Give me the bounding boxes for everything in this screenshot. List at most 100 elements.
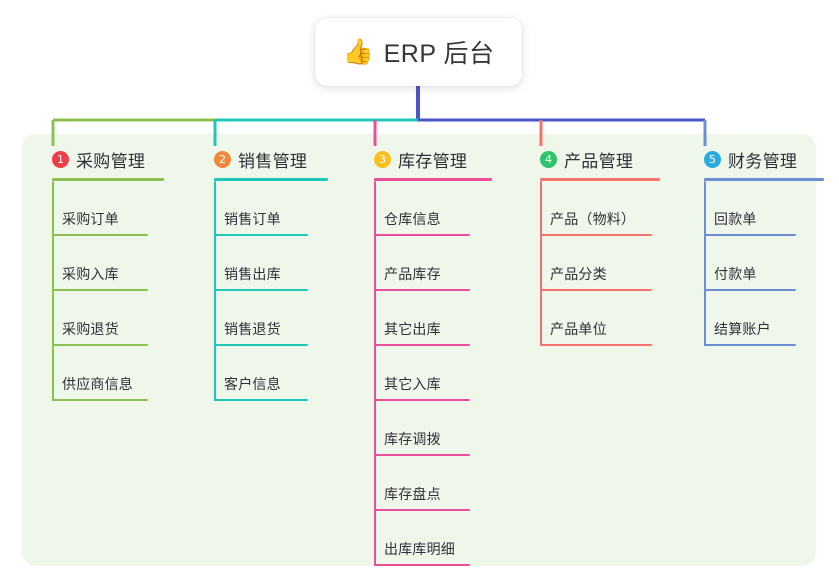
leaf-item-label: 其它入库 bbox=[384, 376, 441, 392]
column-badge-3: 3 bbox=[374, 150, 391, 168]
leaf-item-label: 采购入库 bbox=[62, 266, 119, 282]
column-header-1[interactable]: 1 采购管理 bbox=[34, 146, 164, 172]
leaf-item-rule bbox=[704, 289, 796, 291]
leaf-item-label: 产品单位 bbox=[550, 321, 607, 337]
leaf-item-label: 供应商信息 bbox=[62, 376, 133, 392]
thumbs-up-icon: 👍 bbox=[342, 37, 374, 66]
column-header-rule bbox=[52, 178, 164, 181]
leaf-item[interactable]: 库存调拨 bbox=[356, 401, 492, 456]
column-spine bbox=[214, 181, 216, 401]
leaf-item-rule bbox=[374, 289, 470, 291]
leaf-item[interactable]: 采购入库 bbox=[34, 236, 164, 291]
leaf-item-rule bbox=[52, 399, 148, 401]
leaf-item-label: 出库库明细 bbox=[384, 541, 455, 557]
leaf-item-rule bbox=[704, 234, 796, 236]
leaf-item[interactable]: 结算账户 bbox=[686, 291, 824, 346]
leaf-item-label: 付款单 bbox=[714, 266, 757, 282]
leaf-item[interactable]: 其它入库 bbox=[356, 346, 492, 401]
leaf-item-label: 结算账户 bbox=[714, 321, 771, 337]
leaf-item-label: 库存调拨 bbox=[384, 431, 441, 447]
column-header-rule bbox=[540, 178, 660, 181]
leaf-item[interactable]: 付款单 bbox=[686, 236, 824, 291]
column-badge-2: 2 bbox=[214, 150, 231, 168]
column-badge-5: 5 bbox=[704, 150, 721, 168]
leaf-item-label: 采购退货 bbox=[62, 321, 119, 337]
column-header-2[interactable]: 2 销售管理 bbox=[196, 146, 328, 172]
leaf-item[interactable]: 销售退货 bbox=[196, 291, 328, 346]
column-header-rule bbox=[704, 178, 824, 181]
leaf-item-rule bbox=[52, 344, 148, 346]
root-node[interactable]: 👍 ERP 后台 bbox=[315, 18, 522, 86]
column-items: 仓库信息产品库存其它出库其它入库库存调拨库存盘点出库库明细 bbox=[356, 181, 492, 566]
leaf-item[interactable]: 客户信息 bbox=[196, 346, 328, 401]
leaf-item-label: 其它出库 bbox=[384, 321, 441, 337]
column-5[interactable]: 5 财务管理回款单付款单结算账户 bbox=[686, 146, 824, 346]
column-3[interactable]: 3 库存管理仓库信息产品库存其它出库其它入库库存调拨库存盘点出库库明细 bbox=[356, 146, 492, 566]
column-title: 库存管理 bbox=[398, 151, 468, 171]
column-badge-1: 1 bbox=[52, 150, 69, 168]
column-items: 销售订单销售出库销售退货客户信息 bbox=[196, 181, 328, 401]
leaf-item[interactable]: 库存盘点 bbox=[356, 456, 492, 511]
leaf-item-rule bbox=[374, 234, 470, 236]
leaf-item-rule bbox=[704, 344, 796, 346]
leaf-item[interactable]: 出库库明细 bbox=[356, 511, 492, 566]
leaf-item-rule bbox=[214, 344, 308, 346]
column-1[interactable]: 1 采购管理采购订单采购入库采购退货供应商信息 bbox=[34, 146, 164, 401]
diagram-panel bbox=[22, 134, 816, 566]
leaf-item[interactable]: 销售出库 bbox=[196, 236, 328, 291]
leaf-item-label: 采购订单 bbox=[62, 211, 119, 227]
leaf-item-rule bbox=[52, 234, 148, 236]
leaf-item[interactable]: 采购订单 bbox=[34, 181, 164, 236]
column-header-4[interactable]: 4 产品管理 bbox=[522, 146, 660, 172]
column-title: 销售管理 bbox=[238, 151, 308, 171]
root-title: ERP 后台 bbox=[383, 40, 495, 68]
column-items: 回款单付款单结算账户 bbox=[686, 181, 824, 346]
leaf-item[interactable]: 产品分类 bbox=[522, 236, 660, 291]
column-badge-4: 4 bbox=[540, 150, 557, 168]
column-2[interactable]: 2 销售管理销售订单销售出库销售退货客户信息 bbox=[196, 146, 328, 401]
leaf-item-label: 销售出库 bbox=[224, 266, 281, 282]
column-title: 产品管理 bbox=[564, 151, 634, 171]
leaf-item[interactable]: 采购退货 bbox=[34, 291, 164, 346]
leaf-item[interactable]: 其它出库 bbox=[356, 291, 492, 346]
leaf-item[interactable]: 产品（物料） bbox=[522, 181, 660, 236]
leaf-item-rule bbox=[214, 289, 308, 291]
column-title: 采购管理 bbox=[76, 151, 146, 171]
leaf-item[interactable]: 产品库存 bbox=[356, 236, 492, 291]
leaf-item-label: 仓库信息 bbox=[384, 211, 441, 227]
column-items: 产品（物料） 产品分类产品单位 bbox=[522, 181, 660, 346]
leaf-item-label: 销售订单 bbox=[224, 211, 281, 227]
leaf-item-label: 产品分类 bbox=[550, 266, 607, 282]
leaf-item-label: 销售退货 bbox=[224, 321, 281, 337]
leaf-item-rule bbox=[374, 509, 470, 511]
column-spine bbox=[374, 181, 376, 566]
leaf-item-label: 客户信息 bbox=[224, 376, 281, 392]
leaf-item[interactable]: 回款单 bbox=[686, 181, 824, 236]
leaf-item[interactable]: 供应商信息 bbox=[34, 346, 164, 401]
leaf-item-rule bbox=[214, 399, 308, 401]
column-header-5[interactable]: 5 财务管理 bbox=[686, 146, 824, 172]
leaf-item[interactable]: 产品单位 bbox=[522, 291, 660, 346]
column-header-3[interactable]: 3 库存管理 bbox=[356, 146, 492, 172]
column-spine bbox=[52, 181, 54, 401]
leaf-item-rule bbox=[374, 399, 470, 401]
leaf-item-rule bbox=[540, 344, 652, 346]
column-header-rule bbox=[214, 178, 328, 181]
column-spine bbox=[540, 181, 542, 346]
leaf-item-label: 库存盘点 bbox=[384, 486, 441, 502]
column-header-rule bbox=[374, 178, 492, 181]
leaf-item-rule bbox=[52, 289, 148, 291]
leaf-item-label: 产品（物料） bbox=[550, 211, 636, 227]
column-items: 采购订单采购入库采购退货供应商信息 bbox=[34, 181, 164, 401]
leaf-item-rule bbox=[540, 234, 652, 236]
column-title: 财务管理 bbox=[728, 151, 798, 171]
leaf-item[interactable]: 仓库信息 bbox=[356, 181, 492, 236]
leaf-item-rule bbox=[374, 344, 470, 346]
leaf-item[interactable]: 销售订单 bbox=[196, 181, 328, 236]
column-4[interactable]: 4 产品管理产品（物料） 产品分类产品单位 bbox=[522, 146, 660, 346]
leaf-item-label: 回款单 bbox=[714, 211, 757, 227]
leaf-item-rule bbox=[374, 454, 470, 456]
column-spine bbox=[704, 181, 706, 346]
leaf-item-label: 产品库存 bbox=[384, 266, 441, 282]
